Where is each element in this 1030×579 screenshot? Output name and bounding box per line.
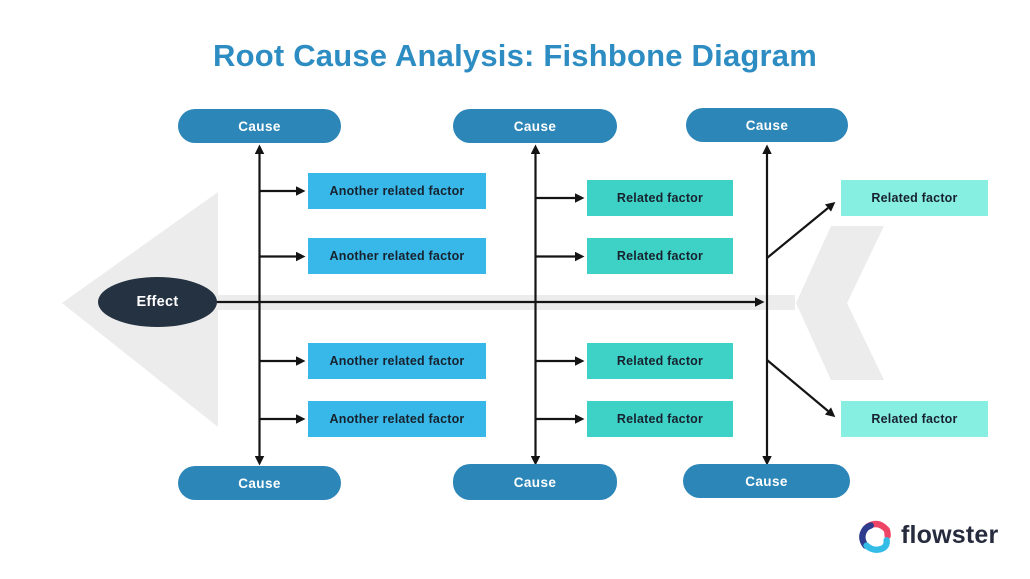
cause-pill-top-middle: Cause [453, 109, 617, 143]
fish-tail-chevron [796, 226, 884, 380]
logo-wordmark: flowster [901, 520, 999, 549]
factor-box-left-3: Another related factor [308, 343, 486, 379]
factor-box-middle-3: Related factor [587, 343, 733, 379]
logo-arm-light-blue [863, 537, 890, 553]
flowster-logo-icon [859, 520, 891, 553]
factor-box-middle-4: Related factor [587, 401, 733, 437]
factor-box-left-2: Another related factor [308, 238, 486, 274]
branch-arrow-diagonal [766, 201, 836, 259]
factor-box-middle-2: Related factor [587, 238, 733, 274]
cause-pill-bottom-left: Cause [178, 466, 341, 500]
branch-arrow-diagonal [766, 359, 836, 418]
effect-node: Effect [98, 277, 217, 327]
flowster-logo: flowster [856, 516, 998, 554]
factor-box-left-1: Another related factor [308, 173, 486, 209]
factor-box-middle-1: Related factor [587, 180, 733, 216]
cause-pill-bottom-right: Cause [683, 464, 850, 498]
cause-pill-top-left: Cause [178, 109, 341, 143]
factor-box-right-2: Related factor [841, 401, 988, 437]
factor-box-left-4: Another related factor [308, 401, 486, 437]
logo-arm-dark-blue [859, 522, 874, 549]
factor-box-right-1: Related factor [841, 180, 988, 216]
cause-pill-top-right: Cause [686, 108, 848, 142]
cause-pill-bottom-middle: Cause [453, 464, 617, 500]
page-title: Root Cause Analysis: Fishbone Diagram [213, 38, 817, 73]
